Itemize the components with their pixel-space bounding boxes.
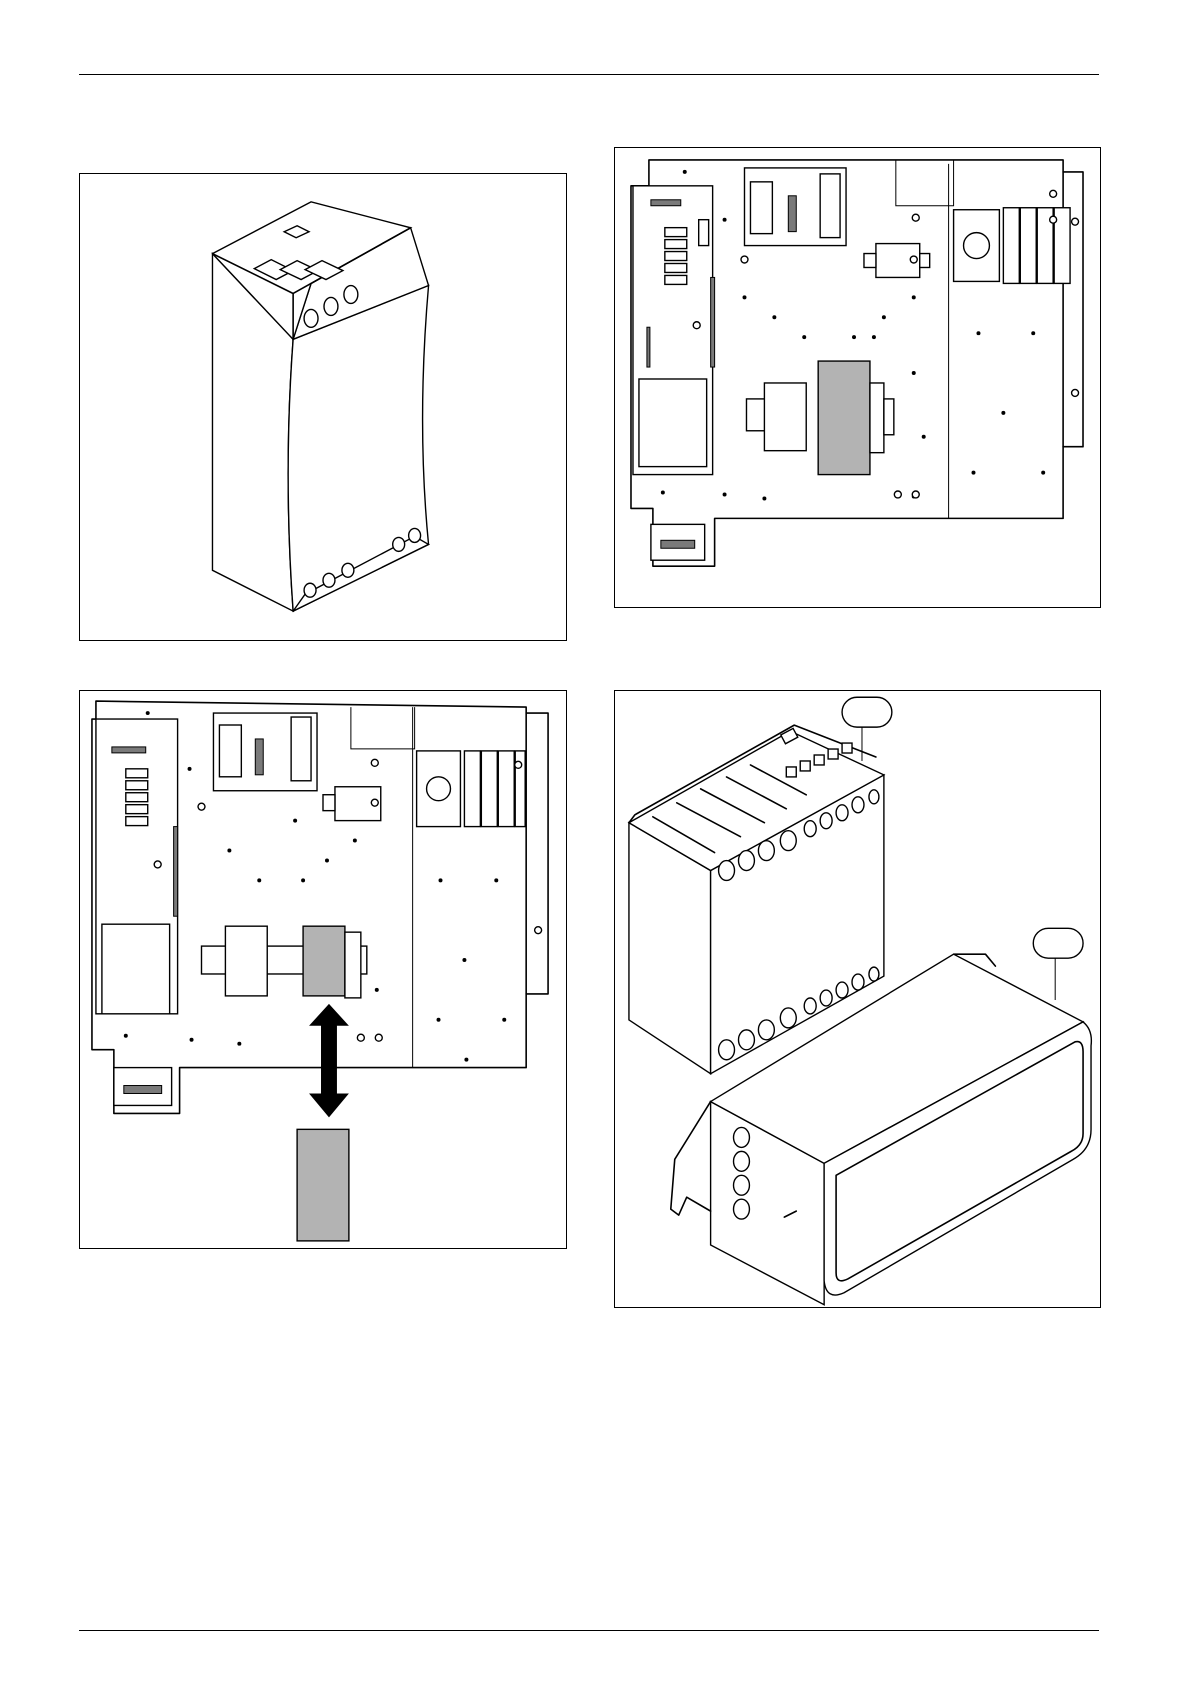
cover-removal-illustration bbox=[615, 691, 1100, 1307]
figure-enclosure bbox=[79, 173, 567, 641]
figure-panel-top bbox=[614, 147, 1101, 608]
figure-covers bbox=[614, 690, 1101, 1308]
mounting-plate-with-transformer-illustration bbox=[615, 148, 1100, 607]
mounting-plate-component-replacement-illustration bbox=[80, 691, 566, 1248]
footer-rule bbox=[79, 1630, 1099, 1631]
header-rule bbox=[79, 74, 1099, 75]
control-box-closed-illustration bbox=[80, 174, 566, 640]
figure-panel-swap bbox=[79, 690, 567, 1249]
